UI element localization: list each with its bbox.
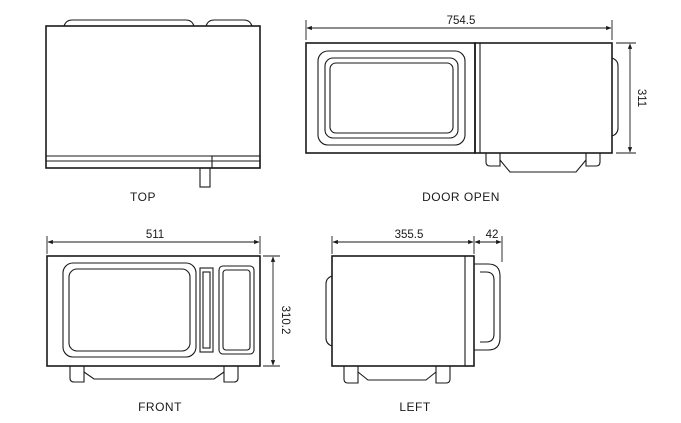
top-handle-band <box>211 155 261 169</box>
open-door-window <box>324 57 459 139</box>
top-foot <box>199 167 211 188</box>
front-control-panel <box>218 265 255 355</box>
left-rear-bump <box>325 275 333 347</box>
door-open-foot-left <box>485 153 501 167</box>
left-view-label: LEFT <box>399 400 431 414</box>
front-height-dimension: 310.2 <box>279 306 291 335</box>
door-open-foot-right <box>585 153 601 167</box>
front-control-panel-inner <box>222 269 251 351</box>
front-base-skirt <box>83 371 225 380</box>
front-foot-left <box>69 366 85 383</box>
left-foot-rear <box>343 366 359 384</box>
top-view-label: TOP <box>130 190 156 204</box>
top-view: TOP <box>45 19 261 204</box>
door-open-rear-bump <box>611 57 619 137</box>
front-door-window <box>68 268 191 352</box>
front-view-label: FRONT <box>138 400 182 414</box>
left-handle-inner <box>480 271 495 343</box>
open-door-window-inner <box>329 62 454 134</box>
door-open-width-dimension: 754.5 <box>447 15 476 27</box>
top-rear-bump-right <box>205 19 253 27</box>
front-view: 511 310.2 FRONT <box>46 229 291 414</box>
front-door-frame <box>62 262 197 358</box>
left-foot-front <box>435 366 451 384</box>
left-handle-outer <box>474 263 501 351</box>
left-handle-dimension: 42 <box>486 229 499 241</box>
front-width-dimension: 511 <box>146 229 164 241</box>
door-open-base-skirt <box>499 159 587 173</box>
door-open-body <box>474 42 613 154</box>
left-body-outline <box>331 255 475 367</box>
door-open-view: 754.5 311 DOOR OPEN <box>305 15 647 204</box>
top-body-outline <box>45 25 261 169</box>
door-open-height-dimension: 311 <box>635 89 647 107</box>
left-depth-dimension: 355.5 <box>395 229 424 241</box>
front-body-outline <box>46 255 261 367</box>
open-door-panel <box>305 42 476 154</box>
left-view: 355.5 42 LEFT <box>325 229 503 414</box>
front-door-handle-inner <box>202 271 211 349</box>
front-door-handle <box>199 267 214 353</box>
top-rear-bump-left <box>63 19 195 27</box>
door-open-view-label: DOOR OPEN <box>422 190 500 204</box>
open-door-frame-outer <box>317 50 466 146</box>
front-foot-right <box>223 366 239 383</box>
left-base-skirt <box>357 371 437 381</box>
